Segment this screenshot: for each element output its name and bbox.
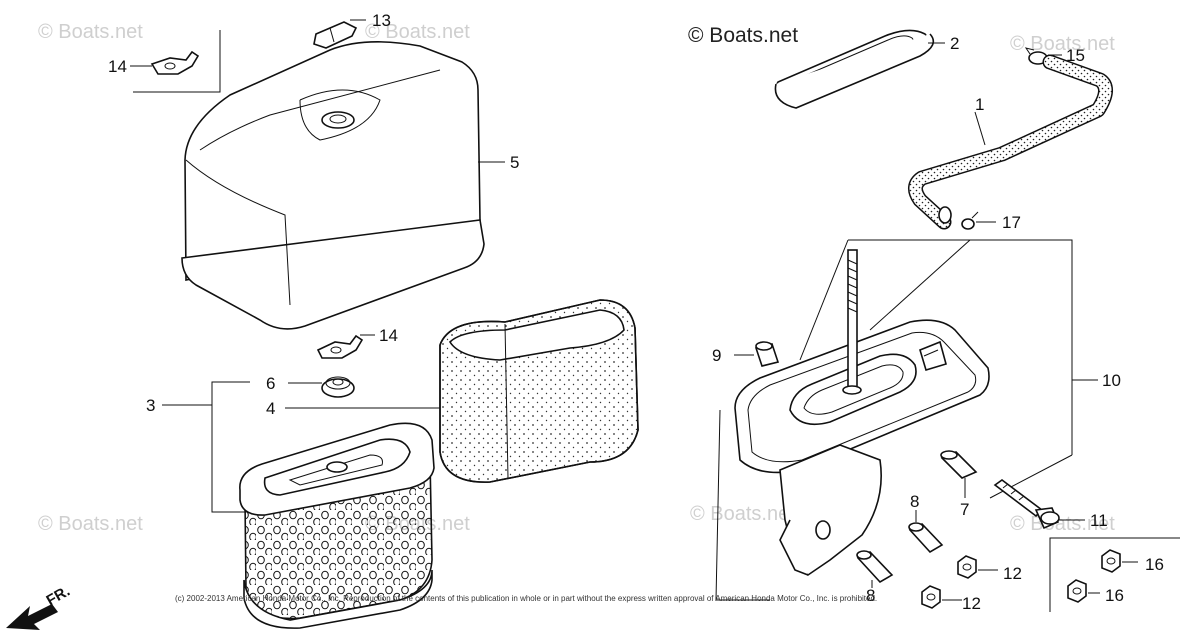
callout-17: 17 — [1002, 213, 1021, 232]
callout-9: 9 — [712, 346, 721, 365]
part-16-nut-lower — [1067, 579, 1087, 603]
copyright-footer: (c) 2002-2013 American Honda Motor Co., … — [175, 594, 877, 603]
part-17-clip — [961, 211, 979, 230]
callout-13: 13 — [372, 11, 391, 30]
front-direction-arrow-icon — [6, 604, 58, 630]
part-7-tube — [940, 450, 978, 479]
callout-15: 15 — [1066, 46, 1085, 65]
watermark-top-center: © Boats.net — [365, 21, 470, 43]
callout-1: 1 — [975, 95, 984, 114]
part-2-gasket — [774, 29, 935, 109]
callout-8-lower: 8 — [866, 586, 875, 605]
part-4-foam-prefilter — [439, 299, 639, 483]
part-8-tube-upper — [908, 522, 944, 554]
part-16-nut-upper — [1101, 549, 1121, 573]
part-case-stud — [842, 249, 862, 395]
callout-3: 3 — [146, 396, 155, 415]
callout-12-upper: 12 — [1003, 564, 1022, 583]
callout-10: 10 — [1102, 371, 1121, 390]
callout-14-top: 14 — [108, 57, 127, 76]
part-14-wing-nut-top — [150, 50, 200, 75]
callout-11: 11 — [1090, 511, 1108, 530]
part-11-flange-bolt — [993, 479, 1060, 530]
part-1-breather-hose — [908, 54, 1113, 230]
watermark-bottom-left: © Boats.net — [38, 513, 143, 535]
direction-label: FR. — [44, 583, 73, 610]
callout-16-upper: 16 — [1145, 555, 1164, 574]
callout-14-middle: 14 — [379, 326, 398, 345]
part-12-nut-lower — [921, 585, 941, 609]
watermark-top-left: © Boats.net — [38, 21, 143, 43]
part-8-tube-lower — [856, 550, 894, 584]
callout-2: 2 — [950, 34, 959, 53]
watermarks: © Boats.net © Boats.net © Boats.net © Bo… — [38, 21, 1115, 535]
part-3-paper-element — [239, 422, 435, 629]
callout-7: 7 — [960, 500, 969, 519]
watermark-top-right: © Boats.net — [1010, 33, 1115, 55]
part-6-grommet — [321, 376, 355, 398]
callout-8-upper: 8 — [910, 492, 919, 511]
copyright-header: © Boats.net — [688, 24, 798, 47]
part-13-clip — [313, 21, 358, 49]
callout-16-lower: 16 — [1105, 586, 1124, 605]
callout-12-lower: 12 — [962, 594, 981, 613]
part-12-nut-upper — [957, 555, 977, 579]
part-5-air-cleaner-cover — [181, 41, 485, 330]
watermark-bottom-right: © Boats.net — [1010, 513, 1115, 535]
callout-6: 6 — [266, 374, 275, 393]
part-9-collar — [754, 341, 780, 367]
part-14-wing-nut-middle — [316, 334, 364, 359]
callout-5: 5 — [510, 153, 519, 172]
callout-4: 4 — [266, 399, 275, 418]
watermark-bottom-mid: © Boats.net — [690, 503, 795, 525]
